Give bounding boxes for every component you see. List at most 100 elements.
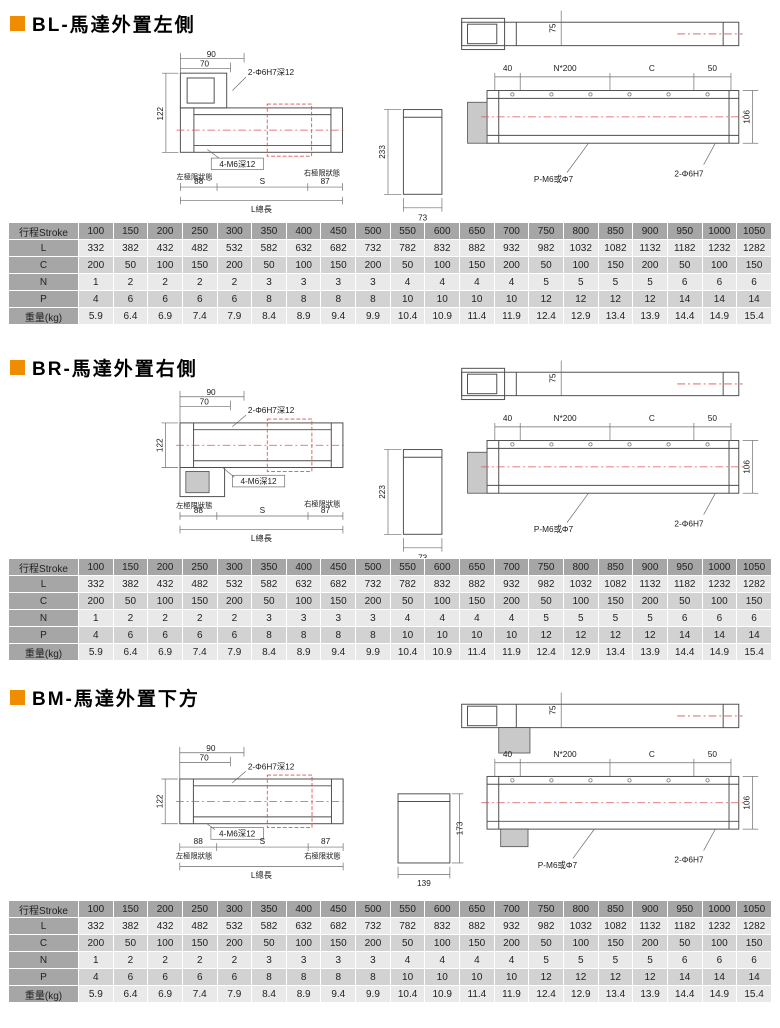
table-cell: 9.4 — [320, 643, 357, 661]
table-cell: 300 — [216, 558, 253, 576]
row-label: L — [8, 575, 79, 593]
table-cell: 4 — [389, 609, 426, 627]
dim-40: 40 — [503, 749, 513, 759]
table-cell: 12 — [562, 290, 599, 308]
dim-90: 90 — [207, 50, 217, 59]
table-cell: 4 — [78, 290, 114, 308]
total-length-label: L總長 — [251, 204, 272, 214]
table-cell: 2 — [216, 951, 253, 969]
table-cell: 200 — [355, 256, 391, 274]
dim-106: 106 — [742, 460, 752, 474]
table-cell: 3 — [320, 609, 357, 627]
dim-75: 75 — [547, 373, 557, 383]
table-cell: 150 — [112, 222, 149, 240]
table-cell: 6 — [181, 968, 218, 986]
table-cell: 8.9 — [285, 643, 322, 661]
dim-40: 40 — [503, 413, 513, 423]
side-geometry — [461, 360, 759, 523]
table-cell: 5 — [562, 273, 599, 291]
table-cell: 3 — [251, 273, 287, 291]
table-cell: 10 — [389, 968, 426, 986]
table-cell: 14 — [666, 626, 703, 644]
table-cell: 200 — [78, 256, 114, 274]
table-cell: 250 — [181, 900, 218, 918]
table-cell: 6 — [666, 951, 703, 969]
row-label: P — [8, 968, 79, 986]
table-cell: 6 — [181, 626, 218, 644]
table-cell: 200 — [355, 934, 391, 952]
table-cell: 982 — [528, 575, 564, 593]
row-label: L — [8, 239, 79, 257]
table-cell: 4 — [424, 273, 461, 291]
table-cell: 5 — [562, 609, 599, 627]
table-cell: 982 — [528, 239, 564, 257]
table-cell: 1282 — [736, 917, 772, 935]
table-cell: 200 — [216, 934, 253, 952]
dim-122: 122 — [156, 106, 165, 120]
row-label: 重量(kg) — [8, 643, 79, 661]
table-cell: 2 — [181, 273, 218, 291]
table-cell: 4 — [424, 951, 461, 969]
table-cell: 1000 — [701, 222, 738, 240]
table-cell: 14 — [736, 626, 772, 644]
dim-90: 90 — [206, 744, 216, 753]
table-cell: 10.4 — [389, 307, 426, 325]
table-cell: 50 — [528, 256, 564, 274]
table-cell: 5 — [528, 273, 564, 291]
table-cell: 10 — [493, 968, 530, 986]
table-cell: 12 — [528, 626, 564, 644]
table-cell: 882 — [459, 239, 495, 257]
table-cell: 7.4 — [181, 307, 218, 325]
table-cell: 4 — [78, 626, 114, 644]
table-cell: 482 — [181, 575, 218, 593]
table-cell: 6 — [736, 273, 772, 291]
table-cell: 8.4 — [251, 307, 287, 325]
table-cell: 5.9 — [78, 643, 114, 661]
table-cell: 3 — [285, 273, 322, 291]
table-cell: 10.9 — [424, 985, 461, 1003]
table-cell: 582 — [251, 239, 287, 257]
table-cell: 582 — [251, 575, 287, 593]
table-cell: 10 — [424, 968, 461, 986]
table-cell: 9.9 — [355, 307, 391, 325]
left-limit-label: 左極限狀態 — [176, 501, 212, 510]
row-label: N — [8, 273, 79, 291]
plan-view-drawing: 90 70 2-Φ6H7深12 122 4-M6深12 88 S 87 左極限狀… — [155, 744, 348, 880]
table-cell: 832 — [424, 917, 461, 935]
row-label: P — [8, 626, 79, 644]
table-cell: 2 — [147, 273, 183, 291]
table-cell: 14.9 — [701, 307, 738, 325]
table-cell: 6 — [147, 626, 183, 644]
table-cell: 7.9 — [216, 307, 253, 325]
table-cell: 14.9 — [701, 985, 738, 1003]
table-cell: 650 — [459, 558, 495, 576]
dim-87: 87 — [321, 837, 331, 846]
table-cell: 50 — [251, 256, 287, 274]
screw-callout: 4-M6深12 — [219, 160, 255, 169]
table-cell: 250 — [181, 558, 218, 576]
table-cell: 400 — [285, 558, 322, 576]
table-cell: 250 — [181, 222, 218, 240]
table-cell: 750 — [528, 222, 564, 240]
table-cell: 6.4 — [112, 643, 149, 661]
table-cell: 100 — [424, 592, 461, 610]
table-cell: 100 — [562, 934, 599, 952]
table-cell: 1282 — [736, 575, 772, 593]
table-cell: 200 — [147, 900, 183, 918]
table-cell: 700 — [493, 558, 530, 576]
dim-50: 50 — [708, 749, 718, 759]
table-cell: 100 — [701, 934, 738, 952]
table-cell: 200 — [493, 934, 530, 952]
table-cell: 12 — [597, 968, 634, 986]
table-cell: 950 — [666, 900, 703, 918]
table-cell: 100 — [562, 256, 599, 274]
section-bm: BM-馬達外置下方 — [0, 676, 780, 1028]
dim-s: S — [260, 506, 266, 515]
table-cell: 3 — [320, 951, 357, 969]
